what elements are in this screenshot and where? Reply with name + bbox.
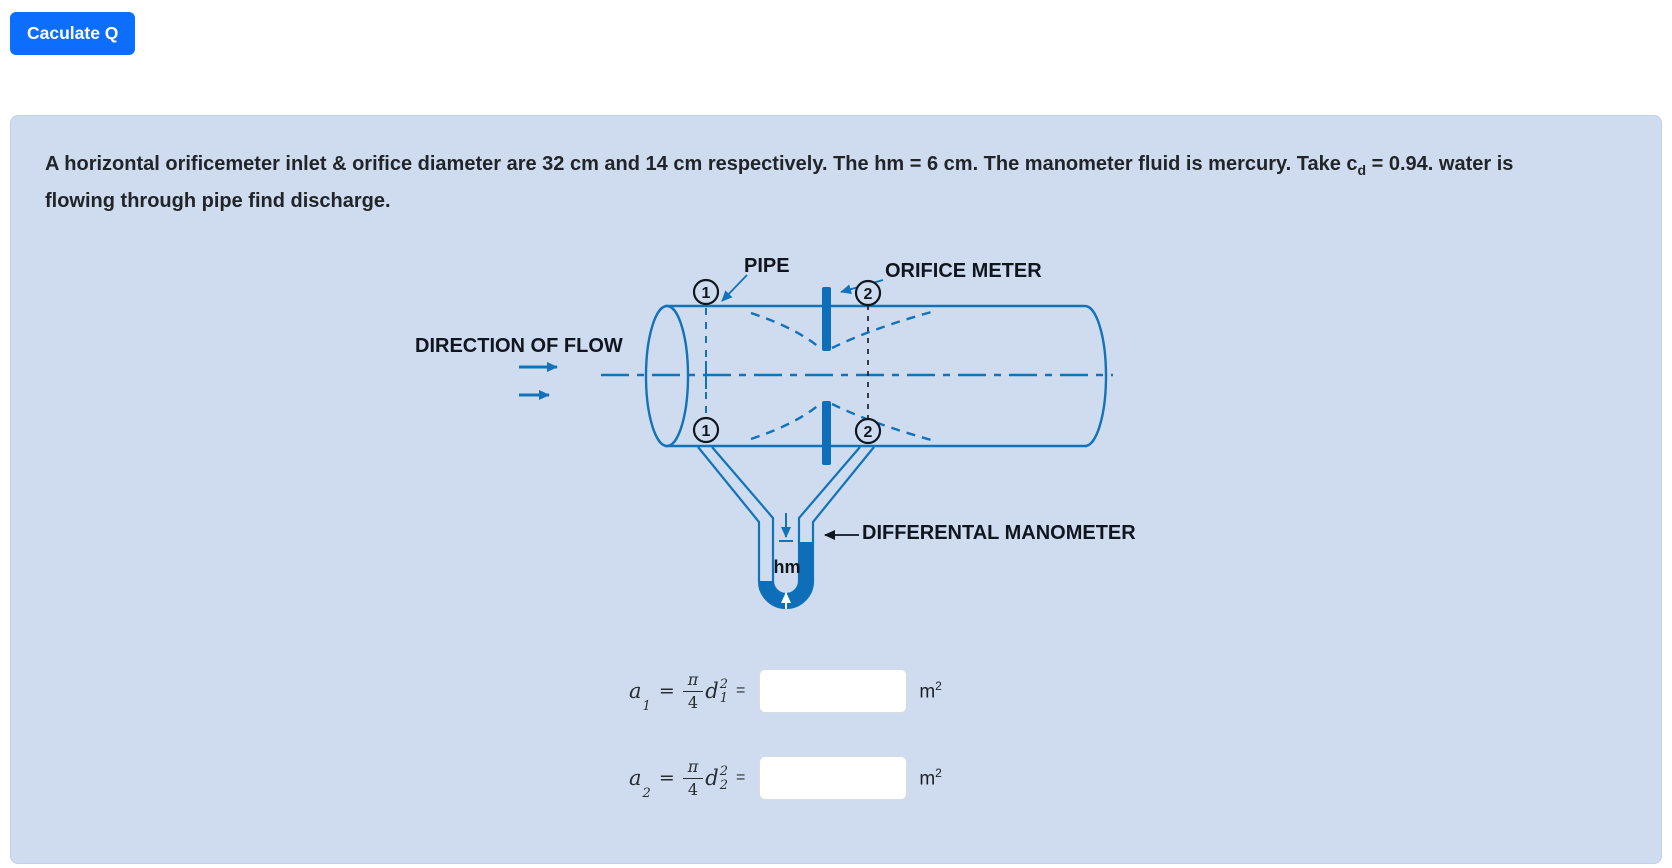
cd-subscript: d	[1357, 162, 1367, 178]
a2-var: a	[629, 766, 642, 790]
orifice-meter-diagram: 1 2 1 2 PIPE ORIFICE METER DIRECTION OF …	[415, 255, 1136, 610]
a2-equals-2: =	[735, 769, 746, 786]
a1-area-input[interactable]	[759, 669, 908, 713]
a1-equals-2: =	[735, 682, 746, 699]
differential-manometer-label: DIFFERENTAL MANOMETER	[862, 522, 1136, 544]
a2-d-var: d	[705, 766, 719, 790]
orifice-plate	[822, 287, 831, 465]
problem-text-part2: = 0.94. water is flowing through pipe fi…	[45, 153, 1514, 212]
station-2-top-label: 2	[864, 286, 873, 303]
station-2-bottom-label: 2	[864, 424, 873, 441]
station-1-bottom-label: 1	[702, 423, 711, 440]
a2-unit-m2: m2	[919, 765, 942, 790]
diagram-labels: PIPE ORIFICE METER DIRECTION OF FLOW DIF…	[415, 255, 1136, 577]
station-2-top-circle	[854, 279, 882, 307]
orifice-meter-label: ORIFICE METER	[885, 260, 1042, 282]
a2-var-sub: 2	[642, 785, 651, 801]
direction-of-flow-label: DIRECTION OF FLOW	[415, 335, 623, 357]
a2-equals: =	[658, 767, 675, 789]
station-markers: 1 2 1 2	[692, 278, 882, 445]
station-2-bottom-circle	[854, 417, 882, 445]
a1-var-sub: 1	[642, 698, 651, 714]
problem-statement: A horizontal orificemeter inlet & orific…	[45, 149, 1515, 217]
station-1-top-circle	[692, 278, 720, 306]
hm-label: hm	[774, 557, 801, 577]
pipe-leader-arrow	[721, 274, 748, 302]
flow-arrows	[519, 362, 558, 400]
pipe-outline	[644, 304, 1108, 448]
station-1-bottom-circle	[692, 416, 720, 444]
calculate-q-button[interactable]: Caculate Q	[10, 12, 136, 55]
a1-var: a	[629, 679, 642, 703]
problem-text-part1: A horizontal orificemeter inlet & orific…	[45, 153, 1358, 175]
a1-d-var: d	[705, 679, 719, 703]
hm-dimension	[779, 513, 793, 609]
a2-area-input[interactable]	[759, 756, 908, 800]
problem-card: A horizontal orificemeter inlet & orific…	[10, 115, 1662, 864]
station-1-top-label: 1	[702, 285, 711, 302]
a1-unit-m2: m2	[919, 678, 942, 703]
a1-equals: =	[658, 680, 675, 702]
pipe-label: PIPE	[744, 255, 790, 277]
